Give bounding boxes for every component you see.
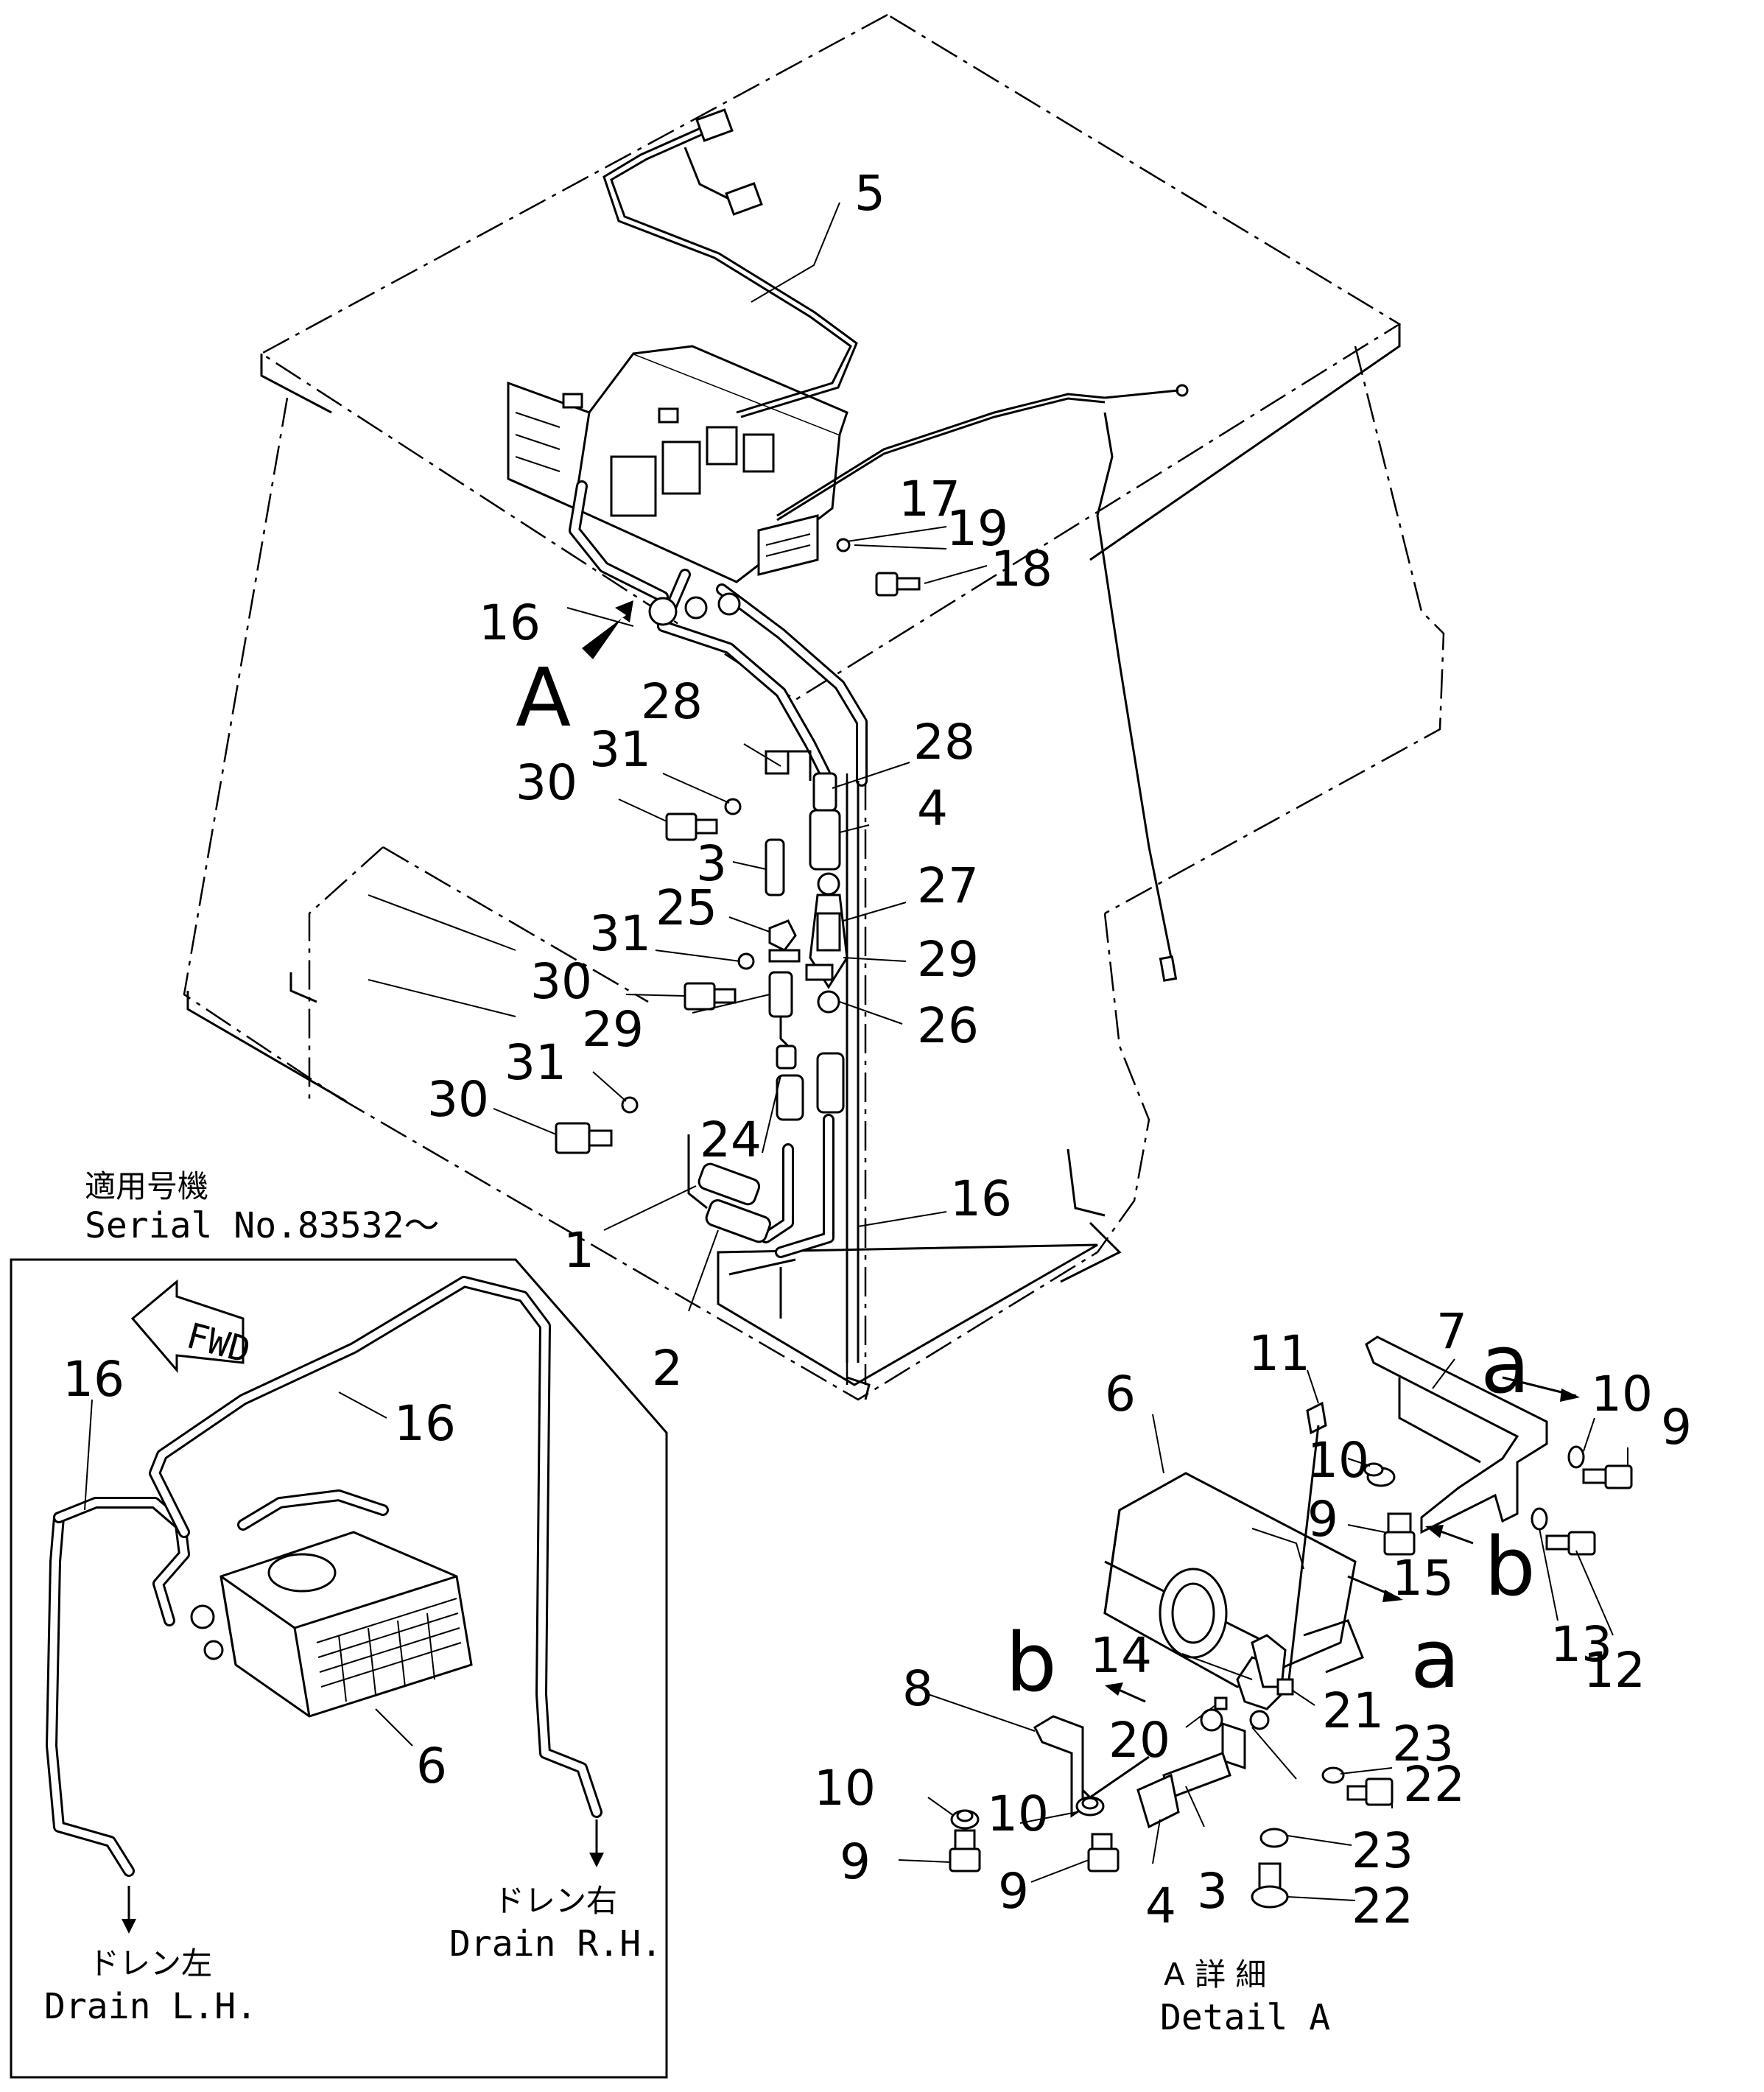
callout-25: 25 — [656, 880, 717, 936]
view-marker-a: A — [516, 650, 571, 745]
leader-lines — [368, 202, 988, 1312]
detail-title-jp: A 詳 細 — [1164, 1956, 1266, 1993]
detail-callout-23-a: 23 — [1392, 1716, 1454, 1772]
fwd-arrow-icon — [130, 1279, 245, 1374]
callout-28-left: 28 — [641, 673, 703, 730]
detail-callout-23-b: 23 — [1352, 1822, 1413, 1879]
detail-callout-20: 20 — [1108, 1712, 1170, 1769]
serial-inset: 適用号機 Serial No.83532～ FWD 16 — [10, 1168, 668, 2079]
callout-29-left: 29 — [582, 1001, 644, 1058]
callout-27: 27 — [917, 857, 979, 914]
callout-2: 2 — [652, 1340, 683, 1397]
callout-3: 3 — [696, 835, 727, 892]
detail-callout-22-a: 22 — [1403, 1756, 1465, 1813]
drain-left-jp: ドレン左 — [88, 1945, 212, 1982]
inset-callout-16-right: 16 — [394, 1395, 456, 1452]
detail-callout-3: 3 — [1197, 1863, 1228, 1920]
inset-callout-16-left: 16 — [63, 1351, 124, 1408]
detail-a: 7 a 11 10 9 6 10 9 15 b 13 12 a b 14 8 2… — [814, 1303, 1692, 2038]
detail-callout-9-b: 9 — [1307, 1491, 1338, 1548]
view-arrow-icon — [582, 600, 633, 659]
detail-callout-4: 4 — [1145, 1878, 1176, 1934]
detail-label-a-top: a — [1480, 1317, 1530, 1411]
detail-callout-8: 8 — [902, 1660, 933, 1717]
serial-number-label: Serial No.83532～ — [85, 1205, 439, 1246]
detail-callout-6: 6 — [1105, 1366, 1136, 1422]
detail-callout-10-c: 10 — [814, 1760, 876, 1817]
detail-callout-11: 11 — [1248, 1325, 1310, 1382]
detail-callout-13: 13 — [1550, 1616, 1612, 1673]
detail-label-b-right: b — [1484, 1520, 1536, 1614]
detail-callout-10-b: 10 — [1307, 1432, 1369, 1489]
detail-callout-10-a: 10 — [1591, 1366, 1653, 1422]
cab-frame — [183, 13, 1445, 1401]
callout-26: 26 — [917, 997, 979, 1054]
main-callouts: 5 17 19 18 16 A 28 28 31 30 4 3 27 25 31… — [427, 165, 1053, 1397]
detail-callout-12: 12 — [1584, 1642, 1645, 1699]
valve-fittings — [687, 750, 848, 1243]
wire-harness — [602, 108, 1189, 982]
drain-right-jp: ドレン右 — [493, 1883, 617, 1919]
drain-right-label: Drain R.H. — [449, 1923, 662, 1965]
heater-hoses — [569, 480, 868, 1363]
callout-17: 17 — [899, 471, 960, 527]
detail-callout-9-c: 9 — [840, 1833, 871, 1890]
callout-30-c: 30 — [427, 1071, 489, 1128]
callout-31-a: 31 — [589, 721, 651, 778]
callout-16-main: 16 — [479, 594, 541, 651]
detail-title: Detail A — [1160, 1997, 1330, 2038]
detail-callout-10-d: 10 — [987, 1786, 1049, 1842]
callout-19: 19 — [946, 500, 1008, 557]
callout-5: 5 — [854, 165, 885, 222]
callout-28-right: 28 — [913, 714, 975, 771]
detail-callout-9-d: 9 — [998, 1863, 1029, 1920]
callout-18: 18 — [991, 541, 1053, 597]
callout-31-b: 31 — [589, 905, 651, 962]
callout-4: 4 — [917, 780, 948, 837]
callout-24: 24 — [700, 1112, 762, 1168]
serial-jp-label: 適用号機 — [85, 1168, 208, 1204]
heater-unit — [507, 345, 848, 583]
callout-30-b: 30 — [530, 953, 592, 1010]
detail-callout-15: 15 — [1392, 1550, 1454, 1607]
detail-label-a-mid: a — [1410, 1612, 1460, 1706]
detail-callout-14: 14 — [1090, 1627, 1152, 1684]
callout-1: 1 — [563, 1222, 594, 1279]
callout-30-a: 30 — [516, 754, 577, 811]
callout-31-c: 31 — [505, 1034, 566, 1091]
detail-callout-22-b: 22 — [1352, 1878, 1413, 1934]
drain-left-label: Drain L.H. — [44, 1986, 257, 2027]
detail-callout-9-a: 9 — [1661, 1399, 1692, 1456]
detail-label-b-left: b — [1005, 1615, 1057, 1710]
callout-16-lower: 16 — [950, 1170, 1012, 1227]
callout-29-right: 29 — [917, 931, 979, 988]
detail-callout-21: 21 — [1322, 1682, 1384, 1739]
inset-callout-6: 6 — [416, 1738, 447, 1794]
detail-callout-7: 7 — [1436, 1303, 1467, 1360]
bolts-and-washers — [555, 538, 921, 1154]
